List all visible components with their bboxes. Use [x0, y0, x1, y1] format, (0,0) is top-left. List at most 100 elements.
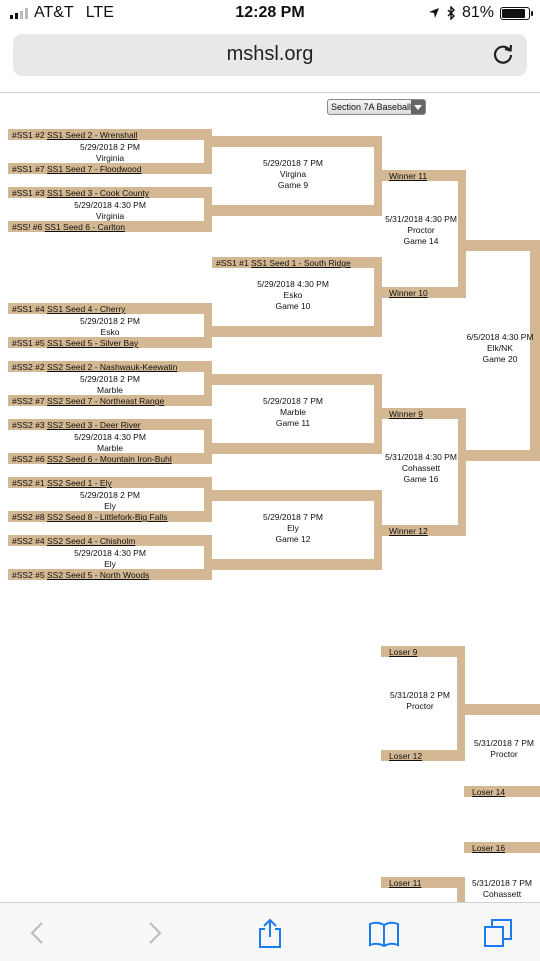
bluetooth-icon [447, 6, 455, 20]
game-info-line: Marble [97, 385, 123, 395]
matchup-bottom-line [8, 221, 212, 232]
matchup-connector [204, 129, 212, 174]
consolation-bottom-label[interactable]: Loser 12 [389, 751, 423, 761]
game-box-right [374, 374, 382, 454]
matchup-connector [204, 303, 212, 348]
game-box-bottom [212, 443, 382, 454]
team-bottom[interactable]: #SS2 #5 SS2 Seed 5 - North Woods [12, 570, 149, 580]
team-link[interactable]: SS1 Seed 6 - Carlton [44, 222, 125, 232]
final-top [464, 240, 540, 251]
signal-icon [10, 7, 28, 19]
team-bottom[interactable]: #SS2 #7 SS2 Seed 7 - Northeast Range [12, 396, 164, 406]
team-top[interactable]: #SS1 #3 SS1 Seed 3 - Cook County [12, 188, 149, 198]
matchup-top-line [8, 419, 212, 430]
game-box-right [374, 257, 382, 337]
status-right: 81% [428, 4, 533, 22]
game-info-line: 5/29/2018 7 PM [262, 396, 323, 406]
game-info-line: 5/31/2018 4:30 PM [385, 452, 457, 462]
team-link[interactable]: SS2 Seed 5 - North Woods [46, 570, 150, 580]
matchup-top-line [8, 535, 212, 546]
semi-bottom-label[interactable]: Winner 10 [389, 288, 428, 298]
game-info-line: Esko [100, 327, 120, 337]
game-info-line: Esko [283, 290, 303, 300]
team-link[interactable]: SS2 Seed 7 - Northeast Range [46, 396, 165, 406]
loser-16-label[interactable]: Loser 16 [472, 843, 506, 853]
seed-prefix: #SS2 #6 [12, 454, 47, 464]
team-link[interactable]: SS1 Seed 7 - Floodwood [46, 164, 142, 174]
battery-icon [500, 6, 533, 20]
semi-right [458, 408, 466, 536]
game-info-line: 5/29/2018 4:30 PM [74, 200, 146, 210]
share-icon[interactable] [254, 917, 286, 949]
team-top[interactable]: #SS1 #2 SS1 Seed 2 - Wrenshall [12, 130, 138, 140]
team-link[interactable]: SS1 Seed 5 - Silver Bay [46, 338, 139, 348]
game-info-line: Cohassett [482, 889, 522, 899]
section-select-value[interactable]: Section 7A Baseball [331, 102, 412, 112]
back-icon[interactable] [22, 917, 54, 949]
team-link[interactable]: SS1 Seed 4 - Cherry [46, 304, 126, 314]
carrier-label: AT&T [34, 4, 74, 21]
forward-icon[interactable] [138, 917, 170, 949]
loser-14-label[interactable]: Loser 14 [472, 787, 506, 797]
team-bottom[interactable]: #SS2 #6 SS2 Seed 6 - Mountain Iron-Buhl [12, 454, 172, 464]
team-link[interactable]: SS1 Seed 1 - South Ridge [250, 258, 351, 268]
team-link[interactable]: SS2 Seed 4 - Chisholm [46, 536, 136, 546]
semi-bottom [380, 287, 466, 298]
seed-prefix: #SS1 #4 [12, 304, 47, 314]
team-link[interactable]: SS1 Seed 3 - Cook County [46, 188, 150, 198]
section-select[interactable]: Section 7A Baseball [327, 99, 426, 115]
seed-prefix: #SS2 #5 [12, 570, 47, 580]
team-bottom[interactable]: #SS2 #8 SS2 Seed 8 - Littlefork-Big Fall… [12, 512, 167, 522]
chevron-down-icon[interactable] [411, 100, 425, 114]
loser-11-label[interactable]: Loser 11 [389, 878, 422, 888]
location-icon [428, 8, 439, 18]
consolation-right [457, 646, 465, 761]
reload-icon[interactable] [491, 42, 515, 66]
game-info-line: 5/29/2018 4:30 PM [74, 432, 146, 442]
team-bottom[interactable]: #SS1 #7 SS1 Seed 7 - Floodwood [12, 164, 142, 174]
consolation-top-label[interactable]: Loser 9 [389, 647, 418, 657]
consolation-top [381, 646, 465, 657]
semi-top [380, 170, 466, 181]
address-bar[interactable]: mshsl.org [13, 34, 527, 76]
game-info-line: Game 10 [275, 301, 311, 311]
matchup-connector [204, 419, 212, 464]
game-info-line: 5/29/2018 2 PM [79, 142, 140, 152]
team-link[interactable]: SS2 Seed 8 - Littlefork-Big Falls [46, 512, 168, 522]
team-link[interactable]: SS2 Seed 1 - Ely [46, 478, 112, 488]
game-info-line: Ely [287, 523, 299, 533]
matchup-connector [204, 535, 212, 580]
game-info-line: 5/31/2018 7 PM [471, 878, 532, 888]
matchup-bottom-line [8, 569, 212, 580]
tabs-icon[interactable] [482, 917, 514, 949]
team-top[interactable]: #SS2 #3 SS2 Seed 3 - Deer River [12, 420, 141, 430]
seed-prefix: #SS2 #2 [12, 362, 47, 372]
semi-bottom-label[interactable]: Winner 12 [389, 526, 428, 536]
consolation2-top [464, 704, 540, 715]
team-link[interactable]: SS2 Seed 3 - Deer River [46, 420, 141, 430]
team-bottom[interactable]: #SS! #6 SS1 Seed 6 - Carlton [12, 222, 125, 232]
game-info-line: Game 11 [275, 418, 311, 428]
url-text[interactable]: mshsl.org [226, 43, 314, 65]
team-link[interactable]: SS2 Seed 6 - Mountain Iron-Buhl [46, 454, 172, 464]
team-bottom[interactable]: #SS1 #5 SS1 Seed 5 - Silver Bay [12, 338, 138, 348]
matchup-bottom-line [8, 395, 212, 406]
team-link[interactable]: SS1 Seed 2 - Wrenshall [46, 130, 138, 140]
team-top[interactable]: #SS2 #2 SS2 Seed 2 - Nashwauk-Keewatin [12, 362, 177, 372]
game-box-bottom [212, 205, 382, 216]
team-top[interactable]: #SS2 #1 SS2 Seed 1 - Ely [12, 478, 112, 488]
team-top[interactable]: #SS1 #4 SS1 Seed 4 - Cherry [12, 304, 125, 314]
team-link[interactable]: SS2 Seed 2 - Nashwauk-Keewatin [46, 362, 178, 372]
game-info-line: Marble [97, 443, 123, 453]
team-bye[interactable]: #SS1 #1 SS1 Seed 1 - South Ridge [216, 258, 351, 268]
seed-prefix: #SS1 #5 [12, 338, 47, 348]
matchup-top-line [8, 361, 212, 372]
semi-top-label[interactable]: Winner 11 [389, 171, 428, 181]
bookmarks-icon[interactable] [368, 917, 400, 949]
team-top[interactable]: #SS2 #4 SS2 Seed 4 - Chisholm [12, 536, 135, 546]
game-info-line: Virginia [95, 153, 125, 163]
semi-top-label[interactable]: Winner 9 [389, 409, 424, 419]
